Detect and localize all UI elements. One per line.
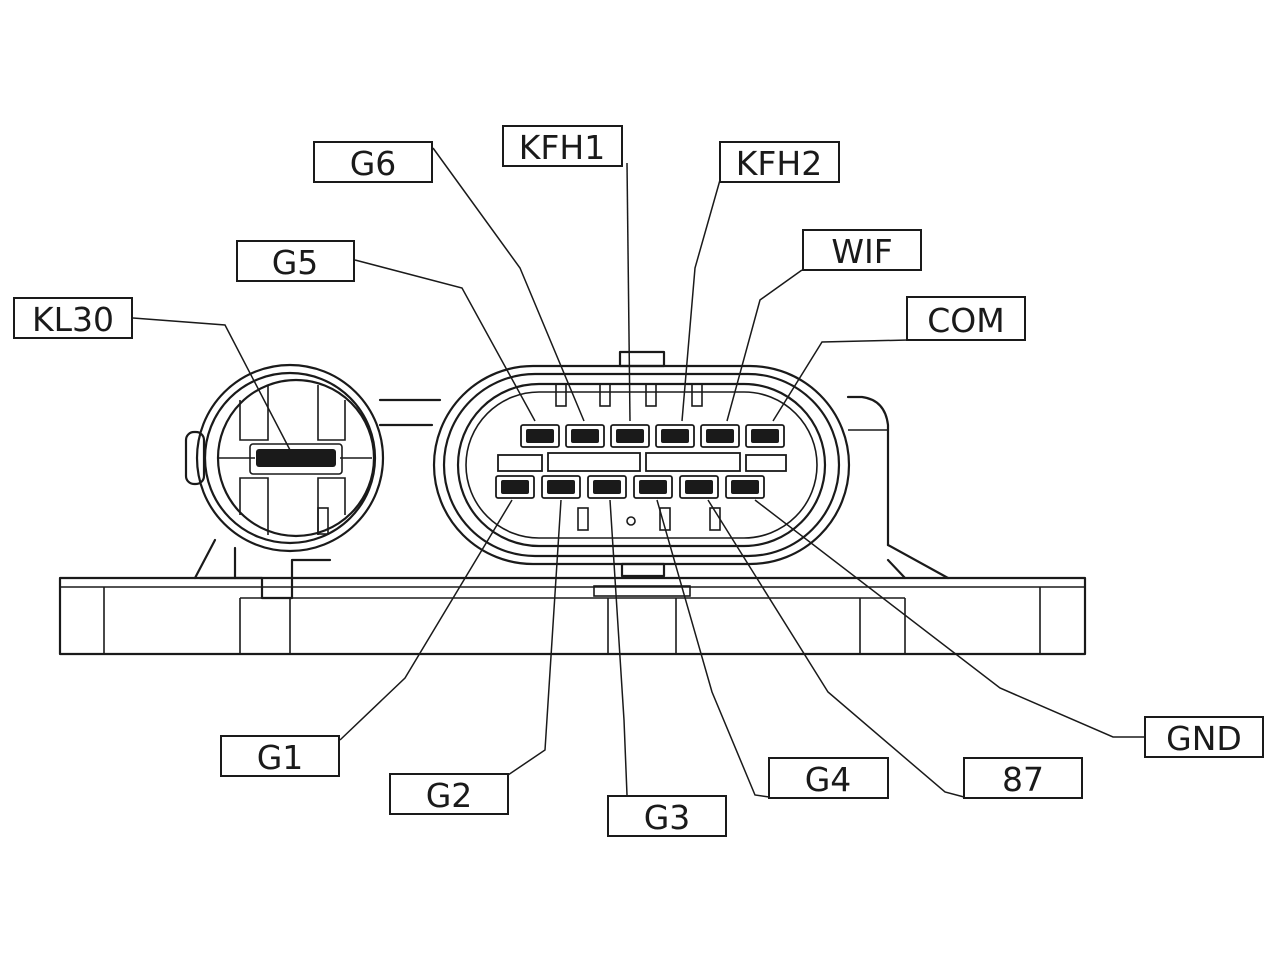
leader-lines <box>132 147 1145 836</box>
label-kfh1: KFH1 <box>502 125 623 167</box>
label-wif: WIF <box>802 229 922 271</box>
top-pin-row <box>520 424 785 448</box>
label-87: 87 <box>963 757 1083 799</box>
label-g2: G2 <box>389 773 509 815</box>
label-kl30: KL30 <box>13 297 133 339</box>
kl30-pin <box>256 449 336 467</box>
label-com-text: COM <box>927 301 1005 340</box>
label-wif-text: WIF <box>831 232 892 271</box>
label-com: COM <box>906 296 1026 341</box>
bottom-pin-row <box>495 475 765 499</box>
label-kfh2: KFH2 <box>719 141 840 183</box>
round-power-connector <box>184 363 385 553</box>
label-gnd-text: GND <box>1166 719 1242 758</box>
label-g3-text: G3 <box>644 798 691 837</box>
label-g1: G1 <box>220 735 340 777</box>
label-g3: G3 <box>607 795 727 837</box>
label-gnd: GND <box>1144 716 1264 758</box>
label-g4-text: G4 <box>805 760 852 799</box>
label-g4: G4 <box>768 757 889 799</box>
label-kfh1-text: KFH1 <box>519 128 605 167</box>
oval-signal-connector <box>432 350 851 578</box>
base-plate <box>58 576 1087 656</box>
label-kl30-text: KL30 <box>32 300 114 339</box>
label-g6-text: G6 <box>350 144 397 183</box>
label-g5: G5 <box>236 240 355 282</box>
label-kfh2-text: KFH2 <box>736 144 822 183</box>
label-g2-text: G2 <box>426 776 473 815</box>
housing-body <box>193 395 950 600</box>
label-87-text: 87 <box>1002 760 1044 799</box>
label-g1-text: G1 <box>257 738 304 777</box>
label-g6: G6 <box>313 141 433 183</box>
label-g5-text: G5 <box>272 243 319 282</box>
